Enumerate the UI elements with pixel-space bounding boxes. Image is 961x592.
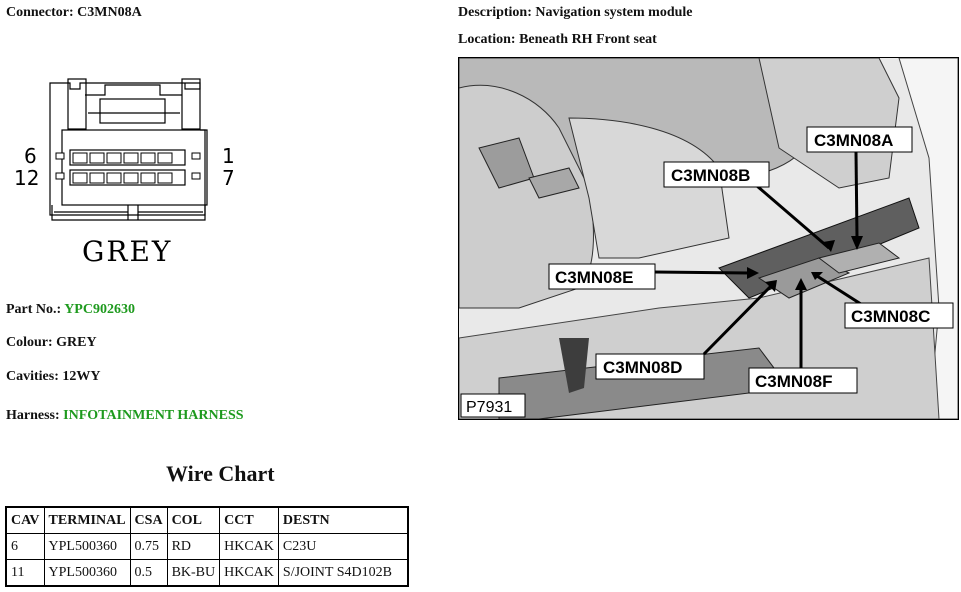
cell-csa: 0.75 <box>129 533 168 560</box>
wire-chart-header-row: CAV TERMINAL CSA COL CCT DESTN <box>5 506 409 534</box>
cell-cct: HKCAK <box>219 559 279 587</box>
cell-csa: 0.5 <box>129 559 168 587</box>
location-line: Location: Beneath RH Front seat <box>458 32 657 48</box>
harness-label: Harness: <box>6 408 60 423</box>
callout-c3mn08d: C3MN08D <box>595 353 705 380</box>
harness-value: INFOTAINMENT HARNESS <box>63 408 244 423</box>
header-csa: CSA <box>129 506 168 534</box>
colour-label: Colour: <box>6 335 53 350</box>
header-col: COL <box>166 506 221 534</box>
callout-c3mn08e: C3MN08E <box>548 263 656 290</box>
connector-value: C3MN08A <box>77 5 142 20</box>
location-label: Location: <box>458 32 516 47</box>
header-cav: CAV <box>5 506 45 534</box>
header-terminal: TERMINAL <box>43 506 131 534</box>
cell-destn: S/JOINT S4D102B <box>277 559 409 587</box>
table-row: 6 YPL500360 0.75 RD HKCAK C23U <box>5 533 409 560</box>
connector-label: Connector: <box>6 5 74 20</box>
cell-cav: 6 <box>5 533 45 560</box>
connector-face-diagram: 6 12 1 7 GREY <box>14 78 235 268</box>
svg-text:C3MN08D: C3MN08D <box>603 358 682 377</box>
svg-text:P7931: P7931 <box>466 399 512 416</box>
callout-c3mn08c: C3MN08C <box>844 302 954 329</box>
cell-cav: 11 <box>5 559 45 587</box>
diagram-colour-label: GREY <box>82 235 172 268</box>
cell-col: RD <box>166 533 221 560</box>
callout-c3mn08a: C3MN08A <box>806 126 913 153</box>
cell-destn: C23U <box>277 533 409 560</box>
svg-text:C3MN08A: C3MN08A <box>814 131 893 150</box>
location-value: Beneath RH Front seat <box>519 32 657 47</box>
location-photo: C3MN08A C3MN08B C3MN08C C3MN08D C3MN08E … <box>458 57 959 420</box>
colour-value: GREY <box>56 335 97 350</box>
table-row: 11 YPL500360 0.5 BK-BU HKCAK S/JOINT S4D… <box>5 559 409 587</box>
cell-terminal: YPL500360 <box>43 533 131 560</box>
header-cct: CCT <box>219 506 279 534</box>
wire-chart-table: CAV TERMINAL CSA COL CCT DESTN 6 YPL5003… <box>5 506 409 587</box>
header-destn: DESTN <box>277 506 409 534</box>
svg-text:C3MN08F: C3MN08F <box>755 372 832 391</box>
description-label: Description: <box>458 5 532 20</box>
callout-c3mn08f: C3MN08F <box>748 367 858 394</box>
svg-text:C3MN08C: C3MN08C <box>851 307 930 326</box>
callout-c3mn08b: C3MN08B <box>663 161 770 188</box>
cavities-label: Cavities: <box>6 369 59 384</box>
cell-col: BK-BU <box>166 559 221 587</box>
description-line: Description: Navigation system module <box>458 5 693 21</box>
pin-12-label: 12 <box>14 166 39 190</box>
part-no-line: Part No.: YPC902630 <box>6 302 135 318</box>
colour-line: Colour: GREY <box>6 335 97 351</box>
cavities-line: Cavities: 12WY <box>6 369 101 385</box>
part-no-value: YPC902630 <box>64 302 135 317</box>
part-no-label: Part No.: <box>6 302 62 317</box>
location-illustration: C3MN08A C3MN08B C3MN08C C3MN08D C3MN08E … <box>459 58 958 419</box>
wire-chart-title: Wire Chart <box>166 461 275 486</box>
pin-7-label: 7 <box>222 166 235 190</box>
cell-cct: HKCAK <box>219 533 279 560</box>
pin-6-label: 6 <box>24 144 37 168</box>
cavities-value: 12WY <box>62 369 101 384</box>
cell-terminal: YPL500360 <box>43 559 131 587</box>
svg-text:C3MN08B: C3MN08B <box>671 166 750 185</box>
pin-1-label: 1 <box>222 144 235 168</box>
description-value: Navigation system module <box>535 5 693 20</box>
photo-reference: P7931 <box>460 393 526 418</box>
harness-line: Harness: INFOTAINMENT HARNESS <box>6 408 244 424</box>
svg-text:C3MN08E: C3MN08E <box>555 268 633 287</box>
connector-line: Connector: C3MN08A <box>6 5 142 21</box>
